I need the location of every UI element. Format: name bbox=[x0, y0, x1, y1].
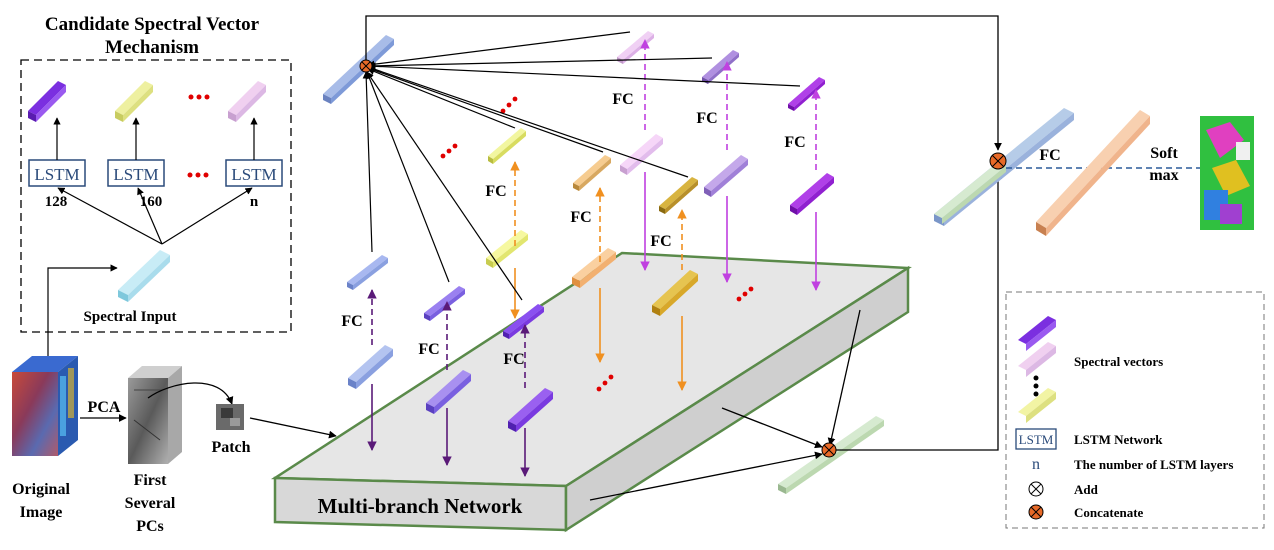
legend-add: Add bbox=[1074, 482, 1099, 497]
candidate-output-vector-2 bbox=[115, 81, 153, 122]
branch-dots bbox=[440, 96, 754, 392]
patch-label: Patch bbox=[211, 439, 250, 456]
legend-vector-pink bbox=[1018, 342, 1056, 377]
candidate-dots-top bbox=[188, 94, 210, 100]
vec-orange-low bbox=[572, 248, 616, 288]
input-pipeline: Original Image PCA First Several PCs Pat… bbox=[12, 356, 337, 535]
first-pcs-label-1: First bbox=[134, 472, 168, 489]
patch-image bbox=[216, 404, 244, 430]
lstm-box-1-label: LSTM bbox=[34, 165, 79, 184]
output-fc-label: FC bbox=[1039, 147, 1060, 164]
spectral-input-vector bbox=[118, 250, 170, 302]
candidate-dots-mid bbox=[187, 172, 209, 178]
fc-label-2: FC bbox=[418, 341, 439, 358]
first-pcs-label-2: Several bbox=[125, 495, 176, 512]
legend-add-icon bbox=[1028, 481, 1044, 497]
original-image-label-2: Image bbox=[20, 504, 63, 521]
candidate-title-line1: Candidate Spectral Vector bbox=[45, 14, 260, 35]
vec-yellow-high bbox=[488, 128, 526, 164]
legend-lstm-symbol: LSTM bbox=[1019, 432, 1054, 447]
legend-n-symbol: n bbox=[1032, 456, 1040, 473]
legend-vector-yellow bbox=[1018, 388, 1056, 423]
candidate-mechanism: Candidate Spectral Vector Mechanism LSTM bbox=[20, 14, 292, 360]
vec-magenta-low bbox=[790, 173, 834, 215]
fc-label-8: FC bbox=[696, 110, 717, 127]
layer-count-3: n bbox=[250, 194, 259, 210]
legend-dots bbox=[1033, 375, 1039, 397]
legend-concat-icon bbox=[1028, 504, 1044, 520]
vec-yellow-low bbox=[486, 230, 528, 268]
fc-label-4: FC bbox=[485, 183, 506, 200]
legend-concatenate: Concatenate bbox=[1074, 505, 1144, 520]
original-image-label-1: Original bbox=[12, 481, 70, 498]
bottom-concat-icon bbox=[821, 442, 837, 458]
right-fused-vector-lower bbox=[934, 162, 1006, 224]
softmax-label-2: max bbox=[1149, 167, 1178, 184]
first-pcs-label-3: PCs bbox=[136, 518, 164, 535]
multi-branch-label: Multi-branch Network bbox=[318, 494, 523, 518]
fc-label-9: FC bbox=[784, 134, 805, 151]
lstm-box-1: LSTM bbox=[28, 159, 86, 187]
candidate-title-line2: Mechanism bbox=[105, 37, 199, 58]
output-section: FC Soft max bbox=[934, 108, 1254, 236]
candidate-output-vector-3 bbox=[228, 81, 266, 122]
candidate-box bbox=[20, 59, 292, 333]
vec-top-3 bbox=[503, 304, 544, 339]
vec-bottom-3 bbox=[508, 388, 553, 432]
legend-n-desc: The number of LSTM layers bbox=[1074, 457, 1233, 472]
fc-label-1: FC bbox=[341, 313, 362, 330]
fc-label-3: FC bbox=[503, 351, 524, 368]
multi-branch-network: Multi-branch Network bbox=[270, 251, 912, 533]
first-pcs-stack bbox=[128, 366, 182, 464]
layer-count-2: 160 bbox=[140, 194, 163, 210]
top-concat-icon bbox=[359, 59, 373, 73]
legend-vector-purple bbox=[1018, 316, 1056, 351]
branch-vectors: FC FC FC FC FC FC FC FC FC bbox=[341, 31, 834, 477]
legend-lstm-network: LSTM Network bbox=[1074, 432, 1163, 447]
vec-top-2 bbox=[424, 286, 465, 321]
pca-label: PCA bbox=[88, 399, 121, 416]
right-concat-icon bbox=[989, 152, 1007, 170]
vec-orange-high bbox=[573, 155, 611, 191]
lstm-box-3: LSTM bbox=[225, 159, 283, 187]
fc-label-5: FC bbox=[570, 209, 591, 226]
vec-gold-high bbox=[659, 177, 698, 214]
lstm-box-3-label: LSTM bbox=[231, 165, 276, 184]
legend-box bbox=[1005, 291, 1265, 529]
legend: Spectral vectors LSTM LSTM Network n The… bbox=[1005, 291, 1265, 529]
lstm-box-2-label: LSTM bbox=[113, 165, 158, 184]
layer-count-1: 128 bbox=[45, 194, 68, 210]
vec-top-1 bbox=[347, 255, 388, 290]
lstm-box-2: LSTM bbox=[107, 159, 165, 187]
classification-map bbox=[1200, 116, 1254, 230]
candidate-output-vector-1 bbox=[28, 81, 66, 122]
vec-pink-low bbox=[620, 134, 663, 175]
bottom-concat bbox=[589, 171, 1002, 501]
fc-label-7: FC bbox=[612, 91, 633, 108]
softmax-label-1: Soft bbox=[1150, 145, 1178, 162]
spectral-input-label: Spectral Input bbox=[84, 309, 177, 325]
vec-bottom-2 bbox=[426, 370, 471, 414]
vec-violet-low bbox=[704, 155, 748, 197]
top-concat-hub bbox=[323, 15, 1002, 301]
fc-label-6: FC bbox=[650, 233, 671, 250]
top-hub-vector bbox=[323, 35, 394, 104]
vec-violet-high bbox=[702, 50, 739, 84]
vec-magenta-high bbox=[788, 77, 825, 111]
vec-gold-low bbox=[652, 270, 698, 316]
original-image-cube bbox=[12, 356, 78, 456]
vec-bottom-1 bbox=[348, 345, 393, 389]
slab-side bbox=[564, 265, 910, 533]
salmon-output-vector bbox=[1036, 110, 1150, 236]
legend-spectral-vectors: Spectral vectors bbox=[1074, 354, 1163, 369]
